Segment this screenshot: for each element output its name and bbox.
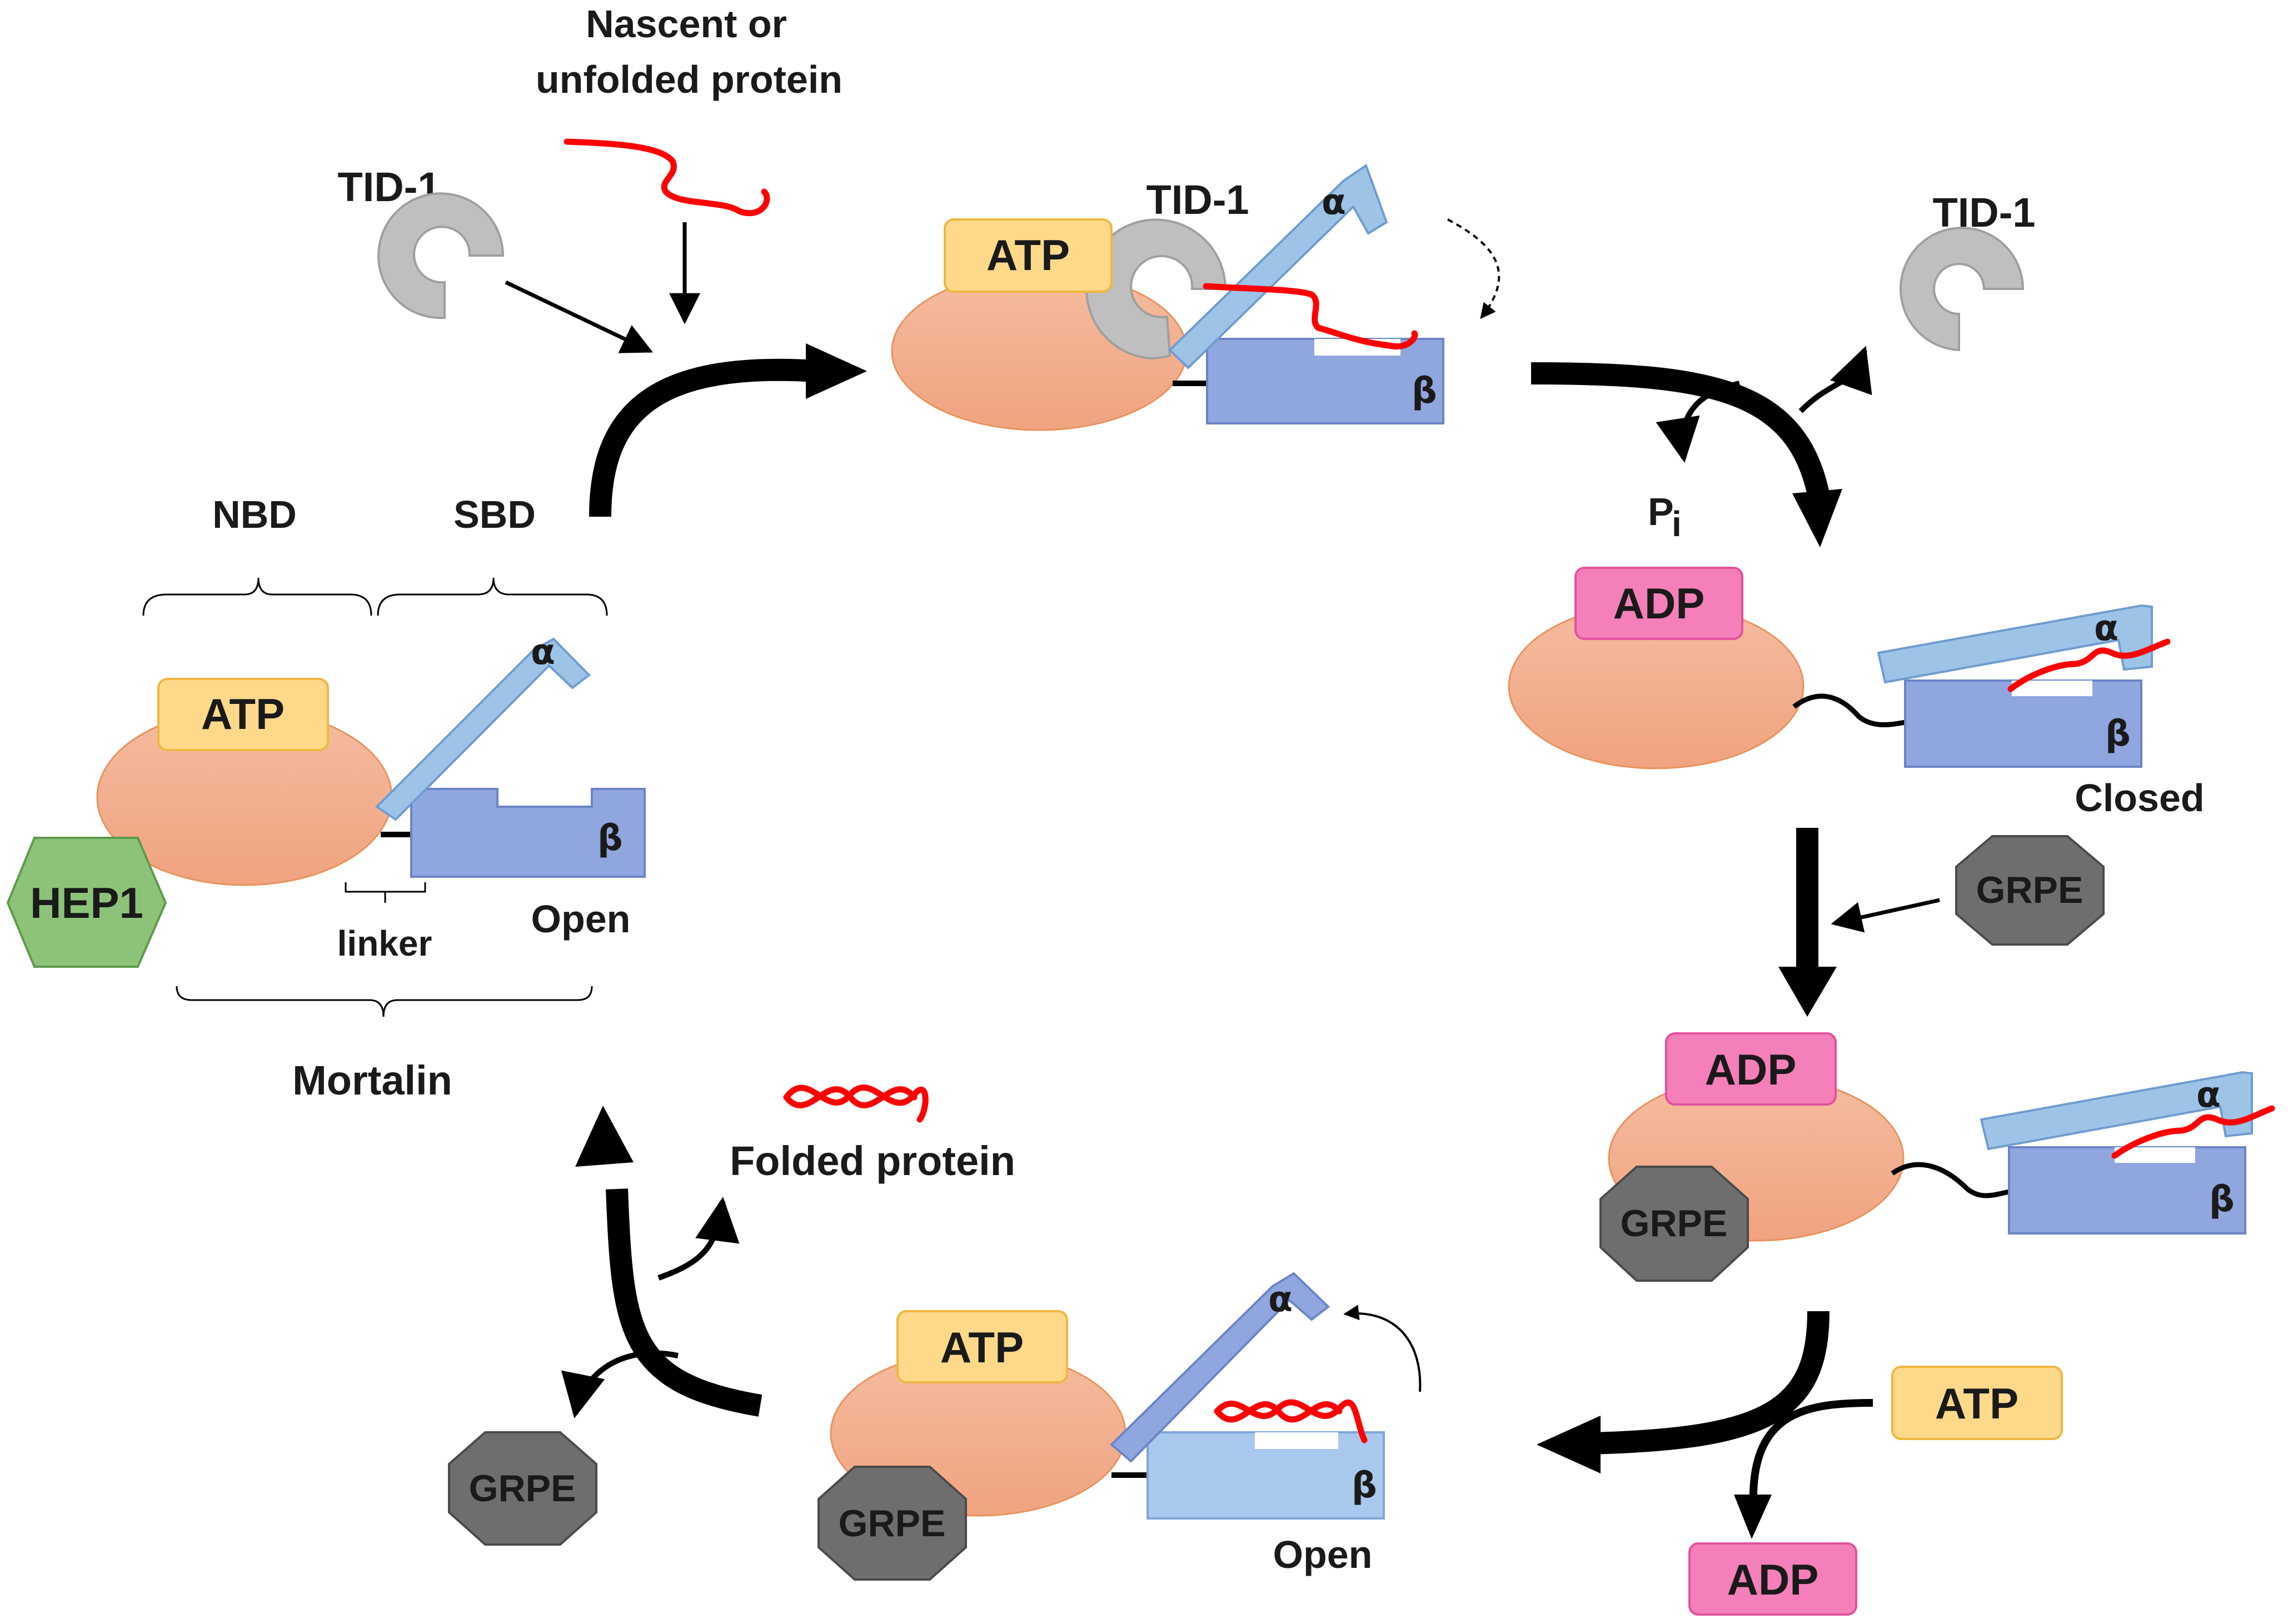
- substrate-strand: [2007, 638, 2171, 692]
- state-adp-closed: α β ADP Closed: [1508, 567, 2205, 820]
- open-label: Open: [531, 897, 631, 941]
- sbd-beta-base: [410, 788, 646, 878]
- beta-pocket: [2012, 681, 2092, 696]
- atp-box: [944, 218, 1113, 293]
- lid-opening-arrow: [1343, 1305, 1422, 1392]
- grpe-octagon: [1599, 1166, 1749, 1282]
- cycle-arrow-head: [806, 343, 867, 399]
- unfolded-protein-strand: [1203, 283, 1418, 350]
- folded-protein-label: Folded protein: [730, 1138, 1015, 1184]
- grpe-label: GRPE: [469, 1467, 576, 1510]
- atp-label: ATP: [940, 1323, 1024, 1372]
- atp-label: ATP: [201, 689, 285, 738]
- beta-label: β: [2105, 713, 2131, 754]
- beta-label: β: [597, 818, 623, 859]
- folded-protein-released: [783, 1085, 929, 1123]
- grpe-octagon: [1955, 835, 2105, 946]
- atp-box: [157, 678, 329, 751]
- grpe-label: GRPE: [1976, 869, 2083, 911]
- beta-pocket: [1255, 1432, 1338, 1449]
- sbd-alpha-lid: [1168, 163, 1388, 369]
- nbd-label: NBD: [212, 493, 297, 536]
- linker-label: linker: [337, 923, 432, 963]
- grpe-octagon: [818, 1466, 967, 1581]
- folded-protein-release-arrow: [657, 1197, 740, 1281]
- sbd-alpha-lid: [1877, 604, 2153, 684]
- hep1-hexagon: [6, 837, 167, 968]
- adp-box: [1688, 1542, 1857, 1616]
- alpha-label: α: [1268, 1279, 1293, 1320]
- mortalin-bracket: [176, 986, 593, 1017]
- pi-label: P: [1648, 490, 1674, 533]
- sbd-alpha-lid: [375, 637, 591, 821]
- nascent-protein-label-line2: unfolded protein: [536, 58, 843, 101]
- atp-binding-arrow: [1749, 1399, 1873, 1506]
- adp-box: [1574, 567, 1743, 640]
- cycle-arrow-to-atp-bound: [589, 358, 818, 517]
- tid1-entry-arrow: [505, 280, 654, 353]
- folded-protein-strand: [1214, 1399, 1368, 1443]
- linker-bracket: [345, 882, 426, 903]
- grpe-binding-arrow: [1831, 898, 1940, 933]
- cycle-arrow-to-adp-bound: [1531, 362, 1831, 505]
- linker: [1891, 1162, 2010, 1198]
- adp-label: ADP: [1727, 1555, 1819, 1604]
- atp-box: [896, 1310, 1068, 1383]
- cycle-arrow-nucleotide-exchange: [1589, 1311, 1830, 1455]
- adp-box: [1665, 1032, 1837, 1106]
- alpha-label: α: [2196, 1075, 2221, 1116]
- state-adp-grpe: α β ADP GRPE: [1599, 1032, 2275, 1282]
- alpha-label: α: [1322, 182, 1346, 223]
- state-atp-tid1-substrate: α β ATP TID-1: [891, 163, 1501, 431]
- tid1-shape: [377, 192, 505, 319]
- substrate-strand: [2111, 1105, 2275, 1159]
- pi-release-arrow: [1656, 381, 1741, 463]
- cycle-arrow-release: [606, 1188, 762, 1417]
- beta-label: β: [1412, 371, 1437, 412]
- nbd-bracket: [142, 577, 372, 616]
- grpe-label: GRPE: [1621, 1202, 1728, 1245]
- unfolded-protein-strand: [564, 138, 770, 217]
- atp-label: ATP: [1935, 1379, 2018, 1428]
- atp-box: [1891, 1366, 2063, 1440]
- state-atp-grpe-open: α β ATP GRPE Open: [818, 1272, 1422, 1581]
- closed-label: Closed: [2075, 776, 2204, 820]
- beta-label: β: [1352, 1465, 1377, 1506]
- adp-release-arrowhead: [1734, 1495, 1772, 1539]
- hep1-label: HEP1: [30, 878, 143, 927]
- tid1-release-arrow: [1798, 346, 1872, 413]
- sbd-alpha-lid: [1110, 1272, 1330, 1463]
- pi-subscript: i: [1672, 504, 1682, 544]
- adp-label: ADP: [1705, 1045, 1797, 1094]
- cycle-arrow-head: [1778, 967, 1837, 1017]
- state-open-hep1: NBD SBD α β ATP HEP1 linker Open Mortali…: [6, 493, 646, 1103]
- adp-label: ADP: [1613, 579, 1705, 628]
- lid-closing-arrow: [1447, 218, 1501, 319]
- alpha-label: α: [2094, 608, 2118, 649]
- grpe-label: GRPE: [839, 1502, 946, 1545]
- cycle-arrow-head: [1792, 489, 1842, 547]
- nascent-protein-label: Nascent or: [586, 2, 787, 46]
- linker: [1792, 693, 1906, 727]
- grpe-octagon: [448, 1431, 597, 1546]
- cycle-arrow-grpe-binding: [1796, 828, 1818, 978]
- open-label: Open: [1273, 1533, 1373, 1576]
- cycle-arrow-head: [1537, 1416, 1601, 1473]
- cycle-arrow-head: [575, 1106, 634, 1167]
- folded-protein-strand-b: [1214, 1401, 1343, 1423]
- sbd-alpha-lid: [1980, 1071, 2253, 1151]
- atp-label: ATP: [986, 231, 1070, 279]
- beta-label: β: [2209, 1179, 2235, 1220]
- tid1-shape: [1900, 227, 2025, 352]
- folded-protein-released-b: [783, 1086, 918, 1108]
- tid1-shape: [1085, 218, 1227, 360]
- tid1-label: TID-1: [1933, 189, 2036, 236]
- grpe-release-arrow: [561, 1350, 679, 1418]
- mortalin-label: Mortalin: [292, 1057, 452, 1103]
- alpha-label: α: [531, 632, 555, 673]
- tid1-label: TID-1: [1147, 177, 1249, 223]
- sbd-bracket: [377, 577, 608, 616]
- sbd-label: SBD: [453, 493, 536, 536]
